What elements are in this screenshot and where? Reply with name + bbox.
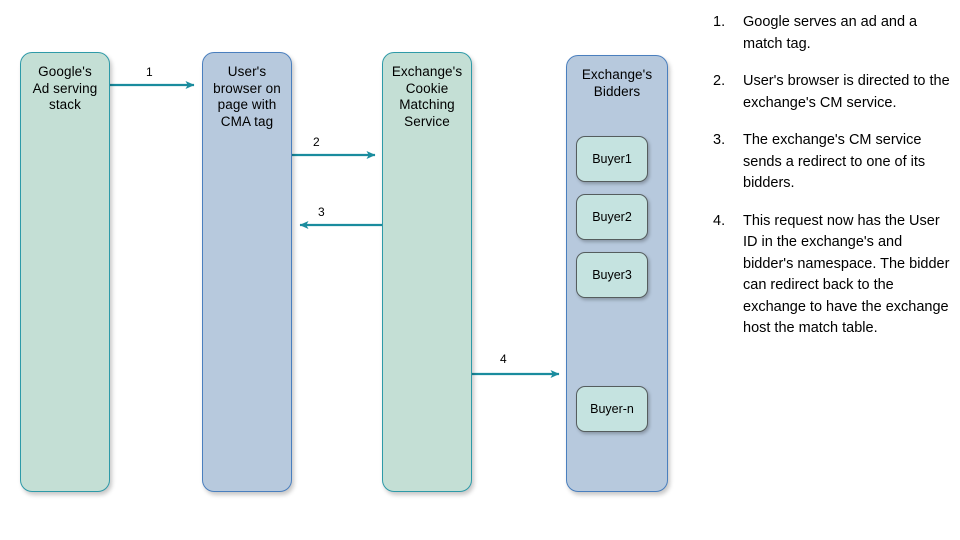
buyer-box-3[interactable]: Buyer3 <box>576 252 648 298</box>
node-google-label: Google's Ad serving stack <box>32 64 98 112</box>
node-user-browser[interactable]: User's browser on page with CMA tag <box>202 52 292 492</box>
step-number: 2. <box>713 73 726 89</box>
step-text: This request now has the User ID in the … <box>743 212 950 337</box>
buyer-1-label: Buyer1 <box>592 151 632 166</box>
diagram-canvas: Google's Ad serving stack User's browser… <box>20 52 668 492</box>
arrow-label-1: 1 <box>146 65 153 79</box>
node-exchange-cookie-matching-service[interactable]: Exchange's Cookie Matching Service <box>382 52 472 492</box>
buyer-box-n[interactable]: Buyer-n <box>576 386 648 432</box>
step-number: 3. <box>713 132 726 148</box>
list-item: 4. This request now has the User ID in t… <box>705 211 955 340</box>
node-browser-label: User's browser on page with CMA tag <box>213 64 281 129</box>
arrow-label-2: 2 <box>313 135 320 149</box>
buyer-box-1[interactable]: Buyer1 <box>576 136 648 182</box>
step-number: 4. <box>713 212 726 229</box>
buyer-box-2[interactable]: Buyer2 <box>576 194 648 240</box>
buyer-3-label: Buyer3 <box>592 267 632 282</box>
step-number: 1. <box>713 14 726 30</box>
node-bidders-label: Exchange's Bidders <box>581 67 653 99</box>
step-text: Google serves an ad and a match tag. <box>743 14 918 52</box>
list-item: 2. User's browser is directed to the exc… <box>705 71 955 114</box>
step-text: The exchange's CM service sends a redire… <box>743 132 926 191</box>
buyer-n-label: Buyer-n <box>590 401 634 416</box>
steps-list: 1. Google serves an ad and a match tag. … <box>705 12 955 356</box>
list-item: 3. The exchange's CM service sends a red… <box>705 130 955 195</box>
arrows-layer <box>110 81 560 378</box>
list-item: 1. Google serves an ad and a match tag. <box>705 12 955 55</box>
arrow-label-3: 3 <box>318 205 325 219</box>
arrow-label-4: 4 <box>500 352 507 366</box>
node-google-ad-serving-stack[interactable]: Google's Ad serving stack <box>20 52 110 492</box>
buyer-2-label: Buyer2 <box>592 209 632 224</box>
node-cms-label: Exchange's Cookie Matching Service <box>391 64 463 129</box>
step-text: User's browser is directed to the exchan… <box>743 73 950 111</box>
